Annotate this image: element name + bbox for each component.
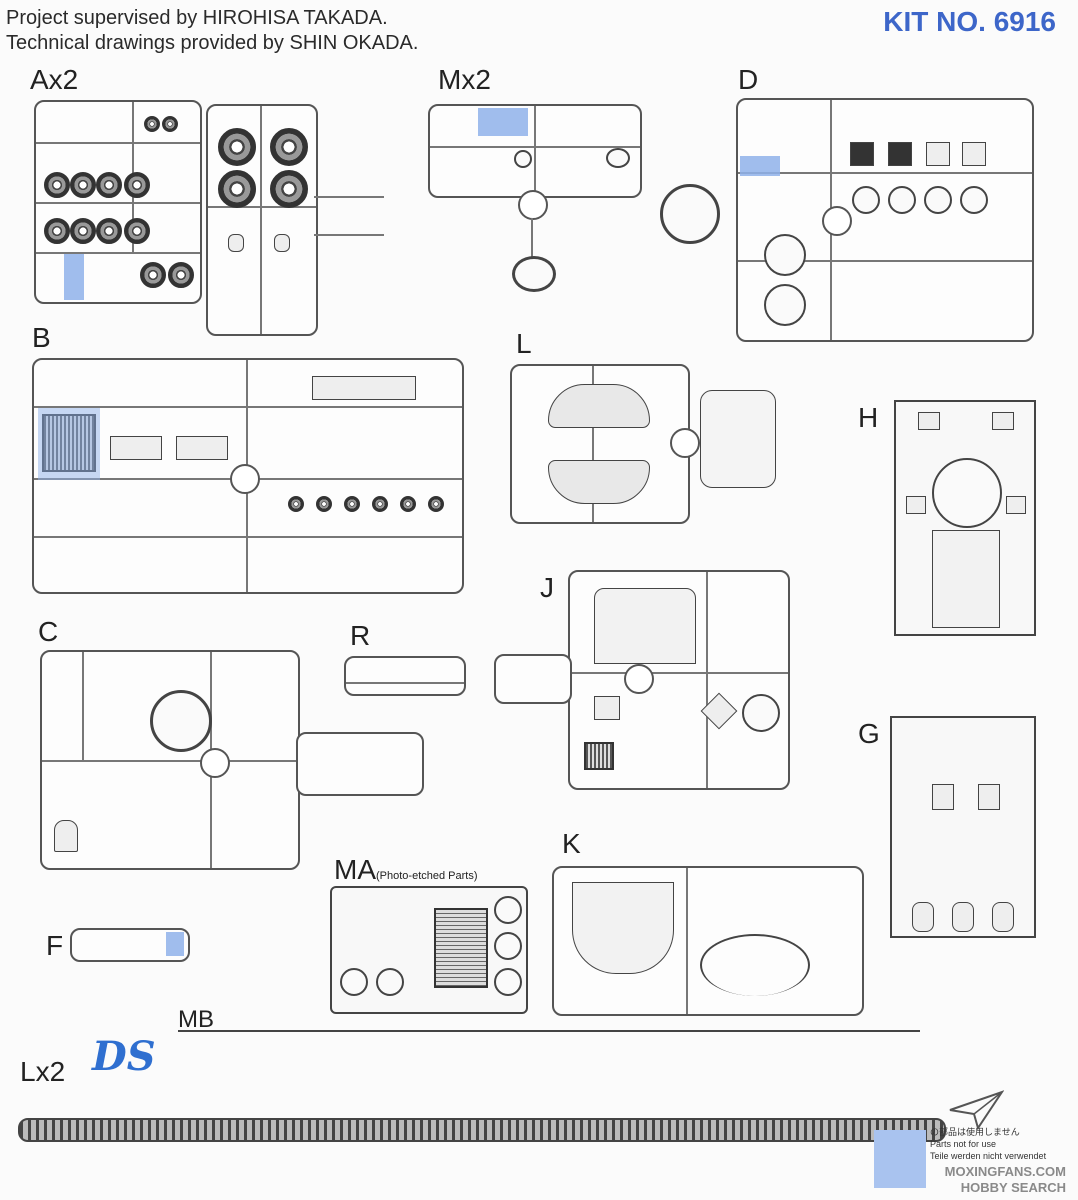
sprue-label-h: H <box>858 402 879 433</box>
sprue-ma-note: (Photo-etched Parts) <box>376 870 478 882</box>
sprue-label-g: G <box>858 718 880 749</box>
sprue-b-frame <box>32 358 464 594</box>
notice-ja: の部品は使用しません <box>930 1127 1020 1137</box>
paper-plane-icon <box>949 1090 1004 1130</box>
hull-part-g <box>890 716 1036 938</box>
sprue-m-frame <box>428 104 642 198</box>
track-link <box>18 1118 946 1142</box>
sprue-f-frame <box>70 928 190 962</box>
unused-parts-swatch <box>874 1130 926 1188</box>
sprue-label-d: D <box>738 64 759 95</box>
sprue-a-frame-1 <box>34 100 202 304</box>
sprue-label-m: Mx2 <box>438 64 491 95</box>
kit-number: KIT NO. 6916 <box>883 6 1056 37</box>
ds-logo: DS <box>92 1033 156 1080</box>
sprue-label-ma: MA(Photo-etched Parts) <box>334 854 478 886</box>
notice-en: Parts not for use <box>930 1139 997 1149</box>
sprue-ma-name: MA <box>334 854 376 885</box>
sprue-label-mb: MB <box>178 1006 214 1033</box>
sprue-label-k: K <box>562 828 581 859</box>
credit-line-1: Project supervised by HIROHISA TAKADA. <box>6 7 388 29</box>
watermark-line-1: MOXINGFANS.COM <box>944 1164 1066 1179</box>
sprue-c-extension <box>296 732 424 796</box>
credit-line-2: Technical drawings provided by SHIN OKAD… <box>6 32 419 54</box>
sprue-d-frame <box>736 98 1034 342</box>
sprue-l-frame <box>510 364 690 524</box>
sprue-label-lx2: Lx2 <box>20 1056 66 1087</box>
unused-parts-notice: の部品は使用しません Parts not for use Teile werde… <box>930 1126 1076 1162</box>
hull-part-h <box>894 400 1036 636</box>
watermark: MOXINGFANS.COM HOBBY SEARCH <box>945 1164 1066 1196</box>
mb-divider <box>178 1030 920 1032</box>
sprue-r-frame <box>344 656 466 696</box>
sprue-a-frame-2 <box>206 104 318 336</box>
sprue-j-frame <box>568 570 790 790</box>
credits: Project supervised by HIROHISA TAKADA. T… <box>6 6 418 56</box>
sprue-label-f: F <box>46 930 64 961</box>
photo-etched-fret <box>330 886 528 1014</box>
sprue-label-c: C <box>38 616 59 647</box>
notice-de: Teile werden nicht verwendet <box>930 1151 1047 1161</box>
sprue-label-l: L <box>516 328 532 359</box>
sprue-c-frame <box>40 650 300 870</box>
watermark-line-2: HOBBY SEARCH <box>960 1180 1066 1195</box>
sprue-k-frame <box>552 866 864 1016</box>
sprue-label-r: R <box>350 620 371 651</box>
sprue-label-j: J <box>540 572 554 603</box>
sprue-label-b: B <box>32 322 51 353</box>
sprue-j-extension <box>494 654 572 704</box>
sprue-label-a: Ax2 <box>30 64 79 95</box>
